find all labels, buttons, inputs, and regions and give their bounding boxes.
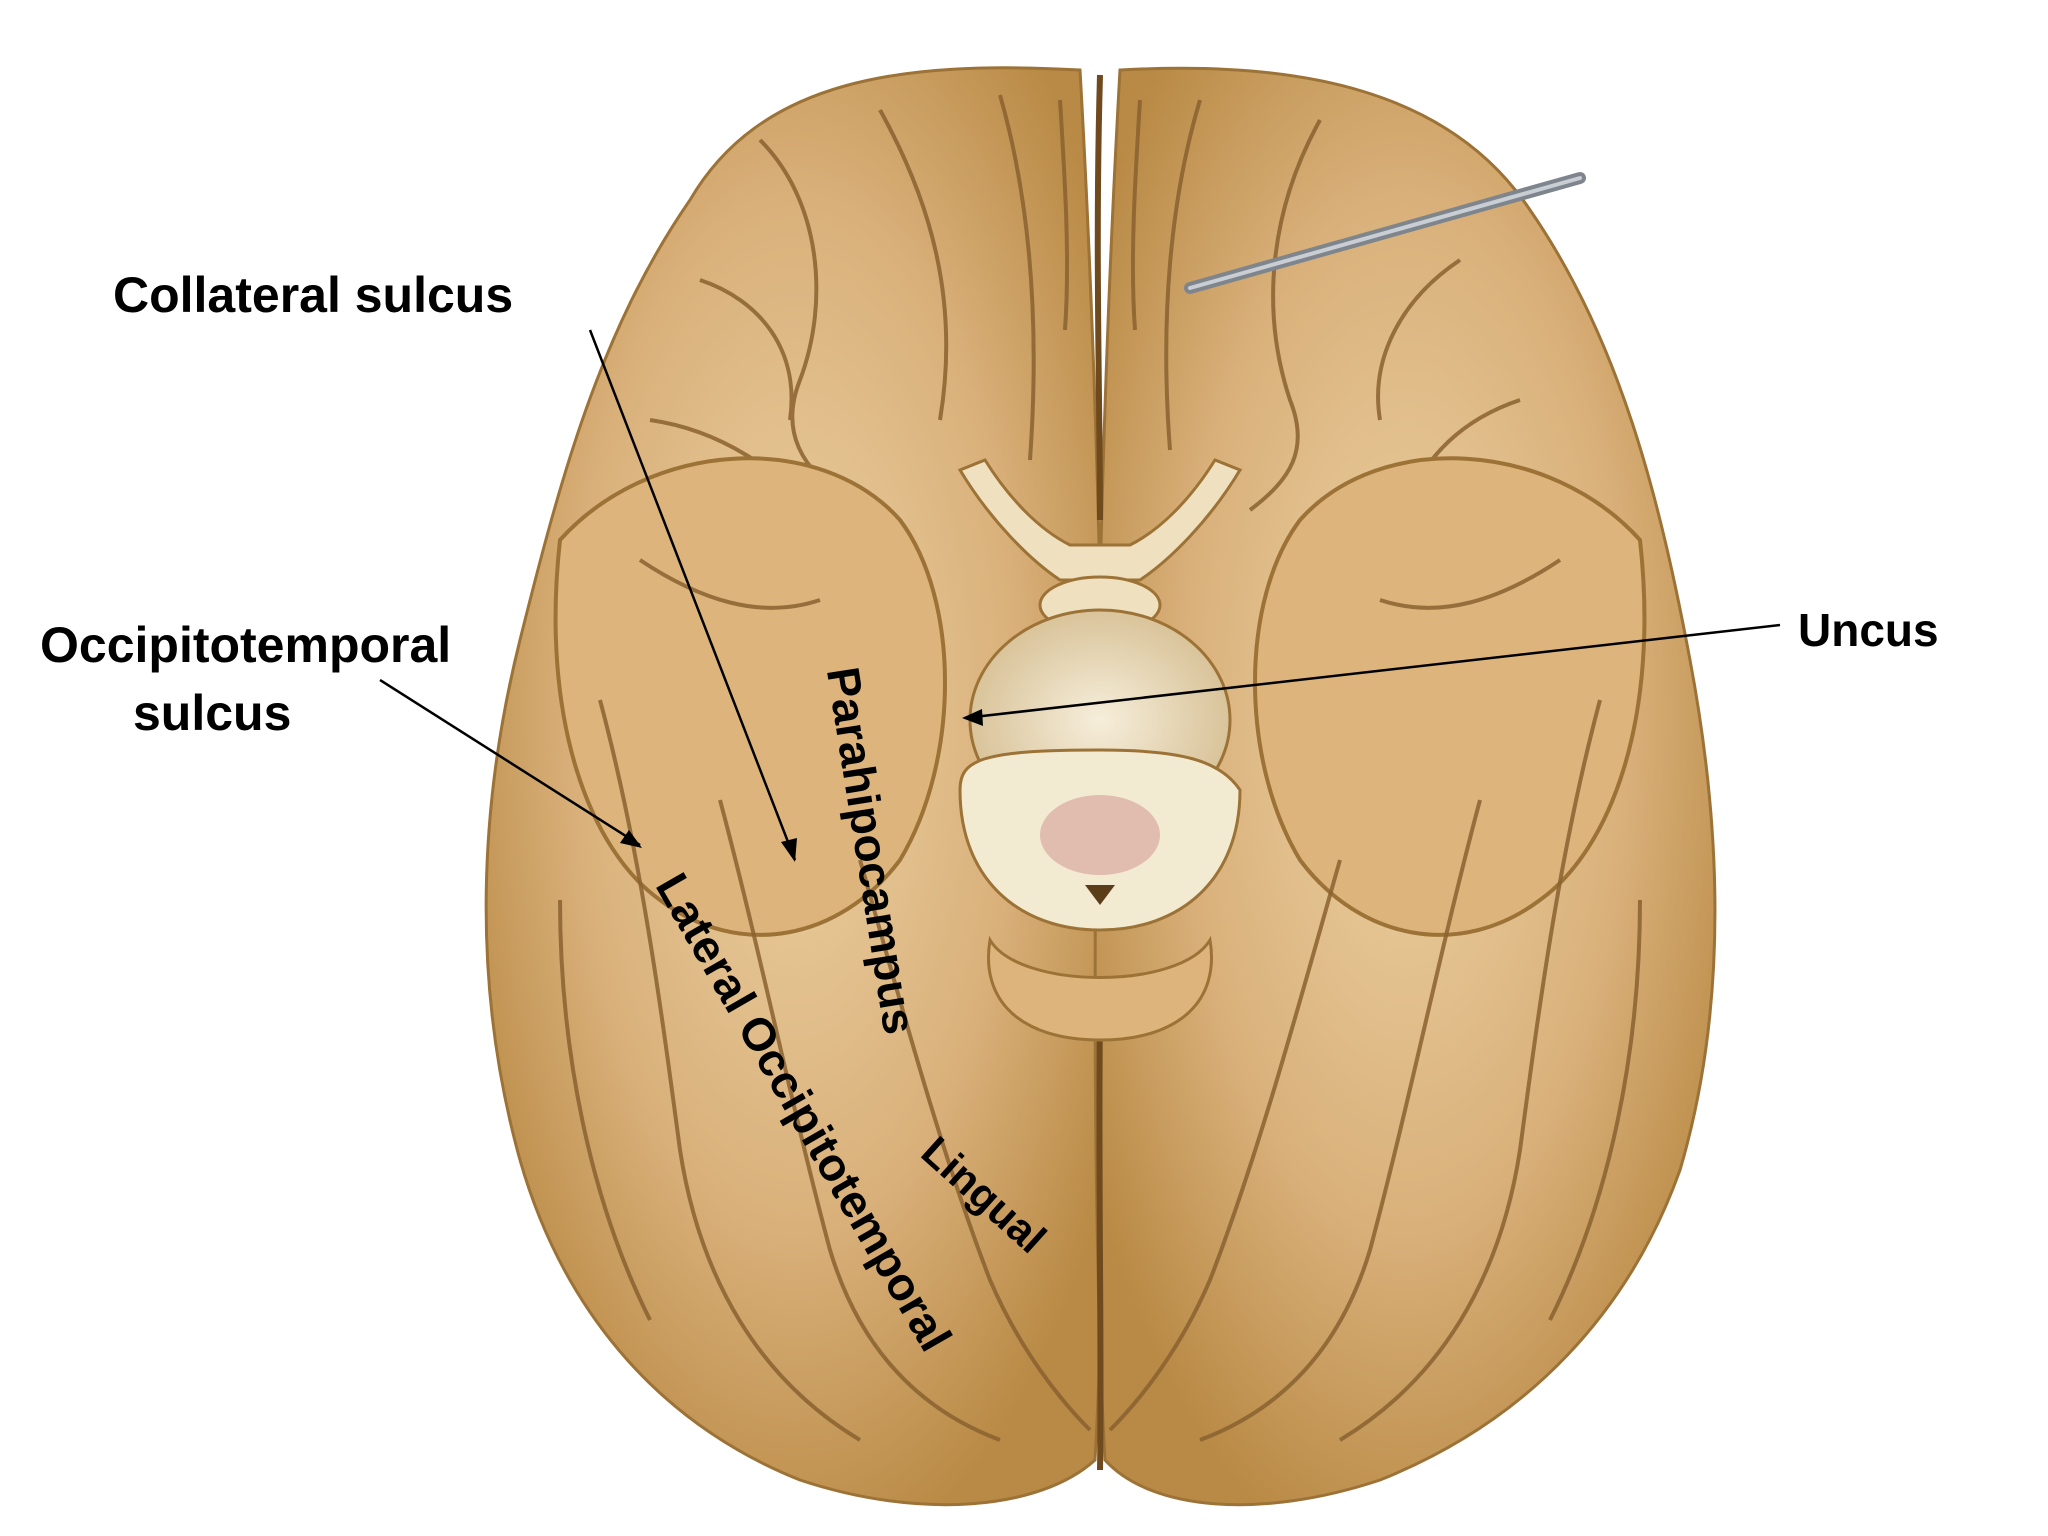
longitudinal-fissure: [1094, 74, 1104, 1471]
uncus-leader: [964, 623, 1781, 720]
uncus-arrowhead: [962, 709, 983, 726]
occipitotemporal-sulcus-label-line1: Occipitotemporal: [40, 617, 452, 673]
collateral-sulcus-label: Collateral sulcus: [113, 267, 514, 323]
uncus-label: Uncus: [1798, 604, 1939, 656]
leader-lines: [379, 329, 1781, 861]
occipitotemporal-sulcus-label-line2: sulcus: [133, 685, 292, 741]
probe-instrument: [1184, 172, 1586, 294]
frontal-gyri: [649, 94, 1521, 522]
brainstem: [958, 608, 1242, 1042]
inferior-gyri: [558, 558, 1642, 1442]
collateral-sulcus-arrowhead: [781, 838, 797, 862]
occipitotemporal-sulcus-arrowhead: [620, 830, 642, 848]
right-temporal-lobe: [1253, 456, 1647, 937]
collateral-sulcus-leader: [588, 329, 797, 861]
occipitotemporal-sulcus-leader: [379, 678, 641, 847]
left-temporal-lobe: [553, 456, 947, 937]
arrowheads: [620, 709, 983, 862]
